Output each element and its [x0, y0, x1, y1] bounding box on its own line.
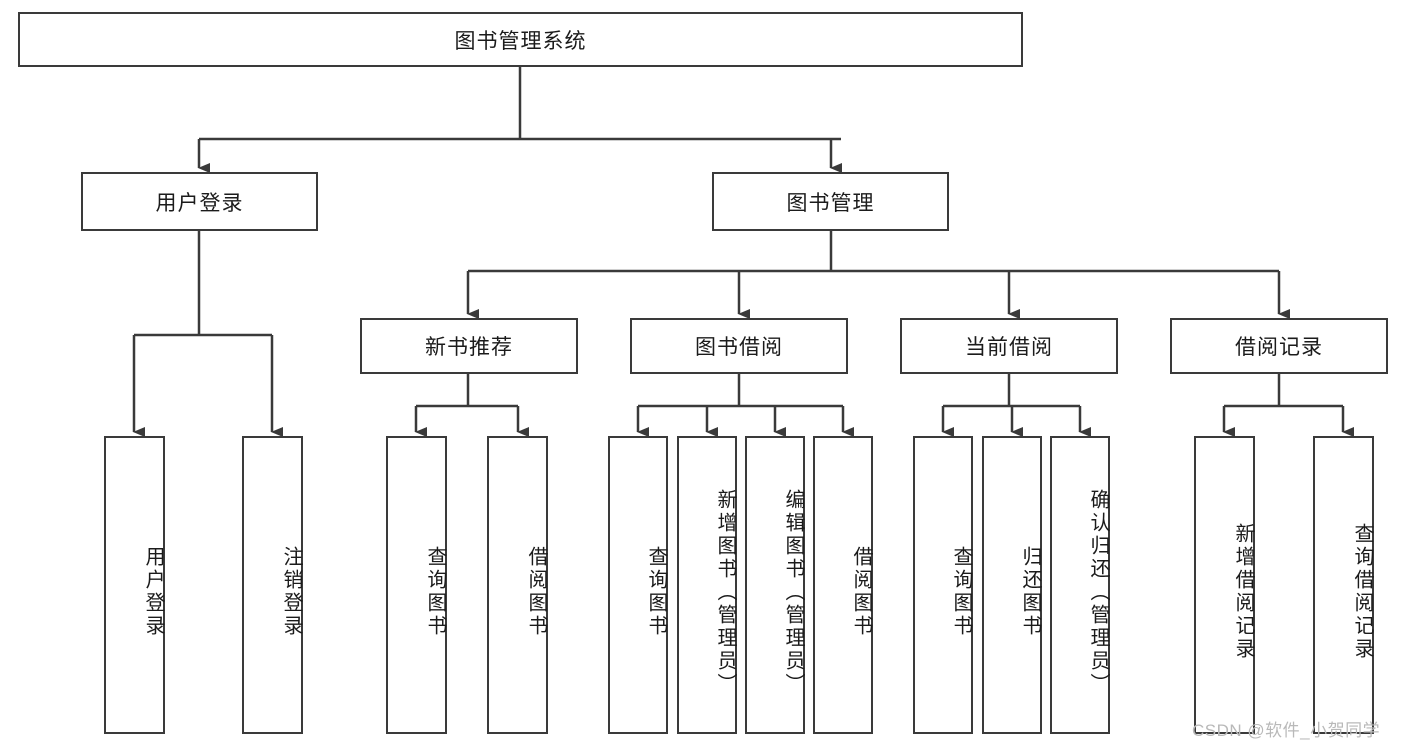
leaf-add-book-admin-label: 新增图书（管理员） [714, 488, 736, 696]
csdn-watermark: CSDN @软件_小贺同学 [1192, 721, 1381, 740]
node-borrow-record-label: 借阅记录 [1235, 336, 1323, 359]
node-book-manage-label: 图书管理 [786, 191, 875, 215]
leaf-query-book-recommend[interactable]: 查询图书 [386, 436, 447, 734]
node-user-login-label: 用户登录 [155, 191, 244, 215]
node-current-borrow-label: 当前借阅 [965, 336, 1053, 359]
node-book-borrow-label: 图书借阅 [695, 336, 783, 359]
leaf-edit-book-admin[interactable]: 编辑图书（管理员） [745, 436, 805, 734]
leaf-add-borrow-record-label: 新增借阅记录 [1232, 523, 1254, 661]
node-user-login[interactable]: 用户登录 [81, 172, 318, 231]
leaf-confirm-return-admin[interactable]: 确认归还（管理员） [1050, 436, 1110, 734]
leaf-borrow-book[interactable]: 借阅图书 [813, 436, 873, 734]
leaf-query-borrow-record-label: 查询借阅记录 [1351, 523, 1373, 661]
node-book-manage[interactable]: 图书管理 [712, 172, 949, 231]
leaf-edit-book-admin-label: 编辑图书（管理员） [782, 488, 804, 696]
node-root-label: 图书管理系统 [454, 29, 587, 53]
leaf-borrow-book-label: 借阅图书 [850, 546, 872, 638]
leaf-query-book-current[interactable]: 查询图书 [913, 436, 973, 734]
node-book-borrow[interactable]: 图书借阅 [630, 318, 848, 374]
node-borrow-record[interactable]: 借阅记录 [1170, 318, 1388, 374]
leaf-query-book-recommend-label: 查询图书 [424, 546, 446, 638]
leaf-query-book-borrow-label: 查询图书 [645, 546, 667, 638]
node-new-book-recommend[interactable]: 新书推荐 [360, 318, 578, 374]
leaf-query-book-borrow[interactable]: 查询图书 [608, 436, 668, 734]
leaf-logout[interactable]: 注销登录 [242, 436, 303, 734]
leaf-borrow-book-recommend[interactable]: 借阅图书 [487, 436, 548, 734]
leaf-query-book-current-label: 查询图书 [950, 546, 972, 638]
leaf-logout-label: 注销登录 [280, 546, 302, 638]
leaf-confirm-return-admin-label: 确认归还（管理员） [1087, 488, 1109, 696]
node-new-book-recommend-label: 新书推荐 [425, 336, 513, 359]
leaf-query-borrow-record[interactable]: 查询借阅记录 [1313, 436, 1374, 734]
node-root[interactable]: 图书管理系统 [18, 12, 1023, 67]
leaf-user-login-label: 用户登录 [142, 546, 164, 638]
leaf-return-book-label: 归还图书 [1019, 546, 1041, 638]
leaf-borrow-book-recommend-label: 借阅图书 [525, 546, 547, 638]
leaf-add-book-admin[interactable]: 新增图书（管理员） [677, 436, 737, 734]
leaf-add-borrow-record[interactable]: 新增借阅记录 [1194, 436, 1255, 734]
node-current-borrow[interactable]: 当前借阅 [900, 318, 1118, 374]
leaf-return-book[interactable]: 归还图书 [982, 436, 1042, 734]
leaf-user-login[interactable]: 用户登录 [104, 436, 165, 734]
